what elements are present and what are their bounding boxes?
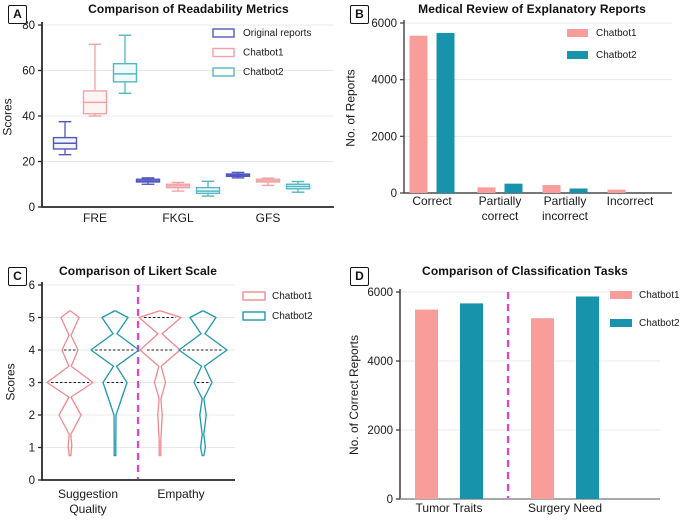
svg-text:Quality: Quality — [69, 502, 106, 516]
panel-b-y-axis-label: No. of Reports — [343, 69, 358, 147]
svg-text:Chatbot2: Chatbot2 — [243, 67, 284, 78]
svg-text:20: 20 — [22, 157, 35, 169]
svg-text:6000: 6000 — [367, 287, 393, 299]
svg-text:Original reports: Original reports — [243, 28, 311, 39]
panel-d-y-axis-label: No. of Correct Reports — [347, 334, 362, 456]
svg-text:0: 0 — [29, 475, 35, 487]
svg-text:0: 0 — [387, 494, 393, 506]
svg-text:6000: 6000 — [371, 18, 397, 30]
svg-text:4: 4 — [29, 345, 36, 357]
svg-text:Correct: Correct — [412, 194, 452, 208]
svg-text:Chatbot1: Chatbot1 — [596, 28, 637, 39]
svg-text:2: 2 — [29, 410, 35, 422]
panel-a-y-axis-label: Scores — [0, 98, 15, 136]
svg-text:Surgery Need: Surgery Need — [528, 501, 602, 515]
svg-text:1: 1 — [29, 443, 35, 455]
panel-c-label: C — [8, 267, 27, 286]
panel-c-title: Comparison of Likert Scale — [59, 264, 217, 278]
svg-text:Chatbot2: Chatbot2 — [639, 318, 680, 329]
svg-text:Partially: Partially — [544, 194, 587, 208]
panel-d-label: D — [350, 267, 369, 286]
svg-text:60: 60 — [22, 66, 35, 78]
svg-text:0: 0 — [391, 188, 397, 200]
svg-text:Chatbot2: Chatbot2 — [272, 311, 313, 322]
svg-text:FRE: FRE — [83, 211, 107, 225]
panel-a-title: Comparison of Readability Metrics — [88, 2, 289, 16]
svg-text:Empathy: Empathy — [157, 487, 204, 501]
svg-text:Chatbot1: Chatbot1 — [272, 291, 313, 302]
panel-c-y-axis-label: Scores — [3, 363, 18, 401]
svg-text:Tumor Traits: Tumor Traits — [416, 501, 483, 515]
panel-b-title: Medical Review of Explanatory Reports — [418, 2, 646, 16]
panel-d-title: Comparison of Classification Tasks — [422, 264, 628, 278]
svg-text:Incorrect: Incorrect — [607, 194, 654, 208]
svg-text:2000: 2000 — [371, 131, 397, 143]
svg-text:5: 5 — [29, 313, 35, 325]
svg-text:2000: 2000 — [367, 425, 393, 437]
panel-a-label: A — [8, 5, 27, 24]
svg-text:FKGL: FKGL — [162, 211, 194, 225]
svg-text:correct: correct — [482, 209, 519, 223]
svg-text:GFS: GFS — [256, 211, 281, 225]
svg-text:Partially: Partially — [479, 194, 522, 208]
panel-b-label: B — [350, 5, 369, 24]
svg-text:4000: 4000 — [367, 356, 393, 368]
svg-text:3: 3 — [29, 378, 35, 390]
svg-text:incorrect: incorrect — [542, 209, 589, 223]
svg-text:40: 40 — [22, 111, 35, 123]
svg-text:Chatbot1: Chatbot1 — [639, 290, 680, 301]
svg-text:0: 0 — [29, 202, 35, 214]
svg-text:Chatbot2: Chatbot2 — [596, 50, 637, 61]
svg-text:Chatbot1: Chatbot1 — [243, 48, 284, 59]
svg-text:6: 6 — [29, 280, 35, 292]
svg-text:4000: 4000 — [371, 75, 397, 87]
svg-text:Suggestion: Suggestion — [58, 487, 118, 501]
